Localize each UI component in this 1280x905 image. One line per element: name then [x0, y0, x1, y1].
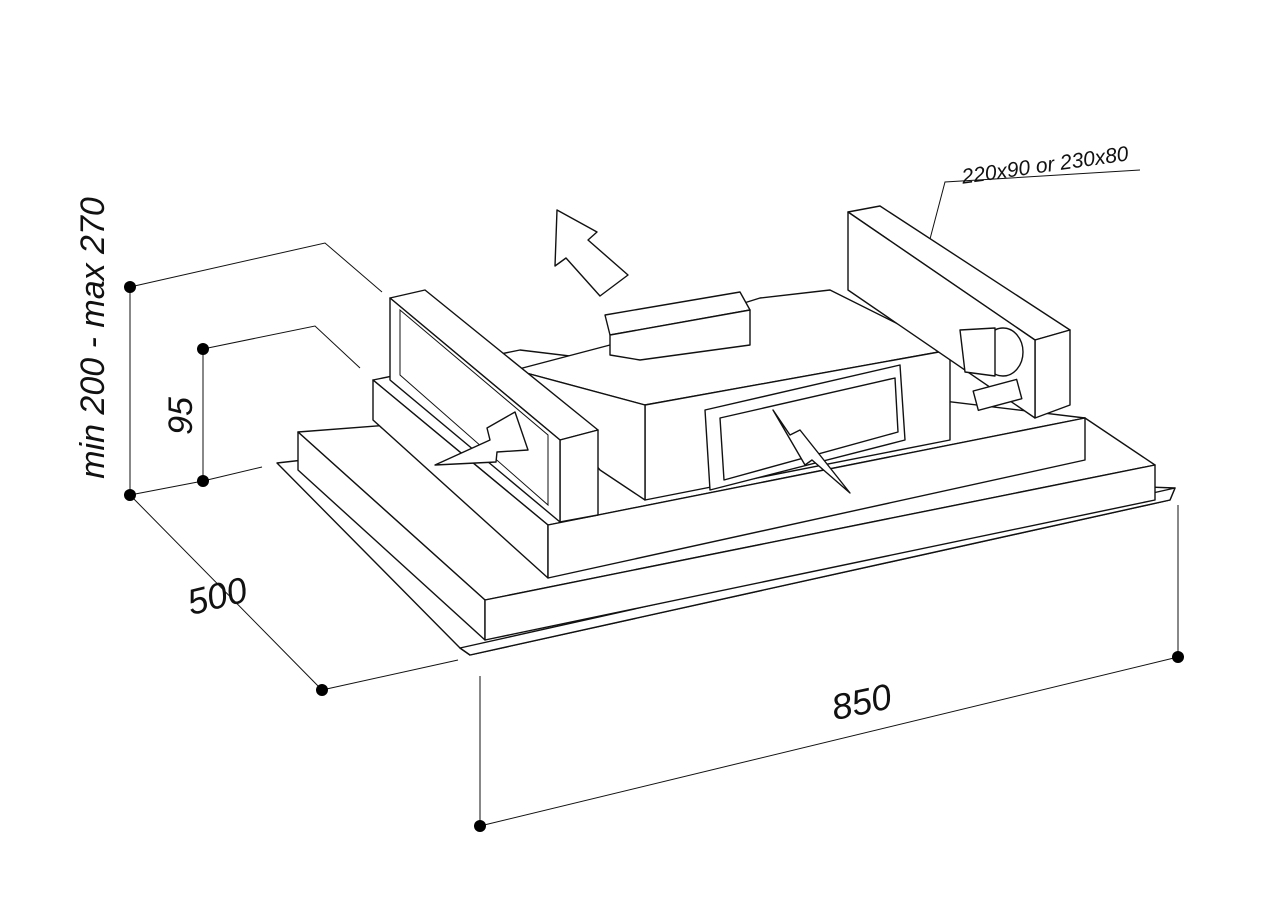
body-height-label: 95 — [162, 397, 200, 435]
hood-body — [276, 205, 1176, 656]
arrow-up-icon — [554, 209, 629, 297]
depth-label: 500 — [183, 569, 251, 623]
width-label: 850 — [828, 675, 895, 728]
height-range-label: min 200 - max 270 — [74, 197, 112, 479]
airflow-arrows — [434, 209, 851, 494]
outlet-size-label: 220x90 or 230x80 — [959, 142, 1130, 188]
dimension-dots — [124, 281, 1184, 832]
arrow-left-icon — [434, 411, 529, 466]
arrow-down-icon — [772, 409, 851, 494]
